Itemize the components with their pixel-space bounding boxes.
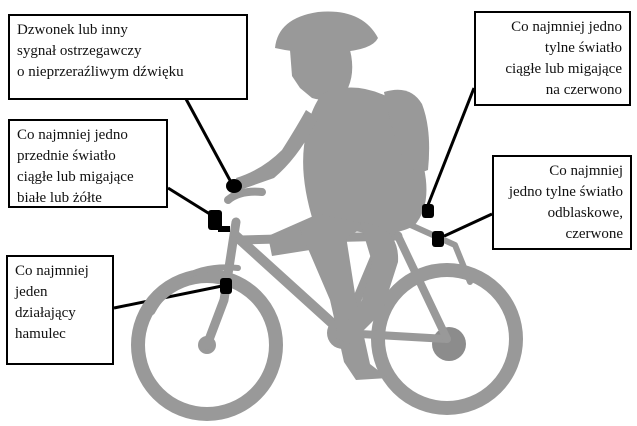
- callout-reflector-line: czerwone: [565, 226, 623, 242]
- callout-front-light-line: białe lub żółte: [17, 190, 102, 206]
- callout-reflector-line: jedno tylne światło: [508, 184, 623, 200]
- callout-bell-line: sygnał ostrzegawczy: [17, 43, 142, 59]
- rider-helmet: [275, 11, 378, 53]
- callout-rear-light: Co najmniej jedno tylne światło ciągłe l…: [474, 11, 631, 106]
- equipment-markers: [208, 179, 444, 294]
- callout-reflector-line: Co najmniej: [549, 163, 623, 179]
- rear-cassette: [432, 327, 466, 361]
- seat-stay: [394, 232, 451, 343]
- rear-light-marker: [422, 204, 434, 218]
- callout-rear-light-line: Co najmniej jedno: [511, 19, 622, 35]
- leader-line-brake: [113, 284, 223, 310]
- callout-brake: Co najmniej jeden działający hamulec: [6, 255, 114, 365]
- down-tube: [231, 231, 348, 338]
- rider-back-leg: [336, 222, 399, 344]
- rider-silhouette: [236, 11, 430, 380]
- reflector-marker: [432, 231, 444, 247]
- callout-bell: Dzwonek lub inny sygnał ostrzegawczy o n…: [8, 14, 248, 100]
- callout-rear-light-line: tylne światło: [544, 40, 622, 56]
- callout-front-light-line: Co najmniej jedno: [17, 127, 128, 143]
- leader-line-front-light: [167, 186, 214, 218]
- rider-backpack: [384, 89, 430, 172]
- bell-marker: [226, 179, 242, 193]
- front-wheel: [131, 269, 283, 421]
- brake-marker: [220, 278, 232, 294]
- callout-brake-line: jeden: [15, 284, 48, 300]
- callout-front-light-line: ciągłe lub migające: [17, 169, 134, 185]
- callout-reflector-line: odblaskowe,: [547, 205, 623, 221]
- callout-bell-line: o nieprzeraźliwym dźwięku: [17, 64, 184, 80]
- rider-head: [290, 50, 353, 100]
- leader-line-rear-light: [426, 87, 476, 206]
- front-light-marker: [208, 210, 222, 230]
- handlebar: [224, 187, 266, 204]
- callout-rear-light-line: ciągłe lub migające: [505, 61, 622, 77]
- callout-brake-line: Co najmniej: [15, 263, 89, 279]
- leader-line-reflector: [439, 212, 493, 240]
- callout-brake-line: działający: [15, 305, 76, 321]
- leader-lines: [113, 87, 493, 310]
- callout-rear-light-line: na czerwono: [545, 82, 622, 98]
- front-fork: [202, 217, 241, 350]
- callout-bell-line: Dzwonek lub inny: [17, 22, 128, 38]
- front-fender: [149, 264, 241, 315]
- leader-line-bell: [184, 98, 234, 185]
- rider-arm: [236, 110, 318, 190]
- rider-leg: [300, 230, 388, 380]
- front-light-mount: [218, 226, 230, 232]
- callout-front-light-line: przednie światło: [17, 148, 116, 164]
- callout-front-light: Co najmniej jedno przednie światło ciągł…: [8, 119, 168, 208]
- callout-brake-line: hamulec: [15, 326, 66, 342]
- rear-rack: [401, 219, 473, 285]
- callout-reflector: Co najmniej jedno tylne światło odblasko…: [492, 155, 632, 250]
